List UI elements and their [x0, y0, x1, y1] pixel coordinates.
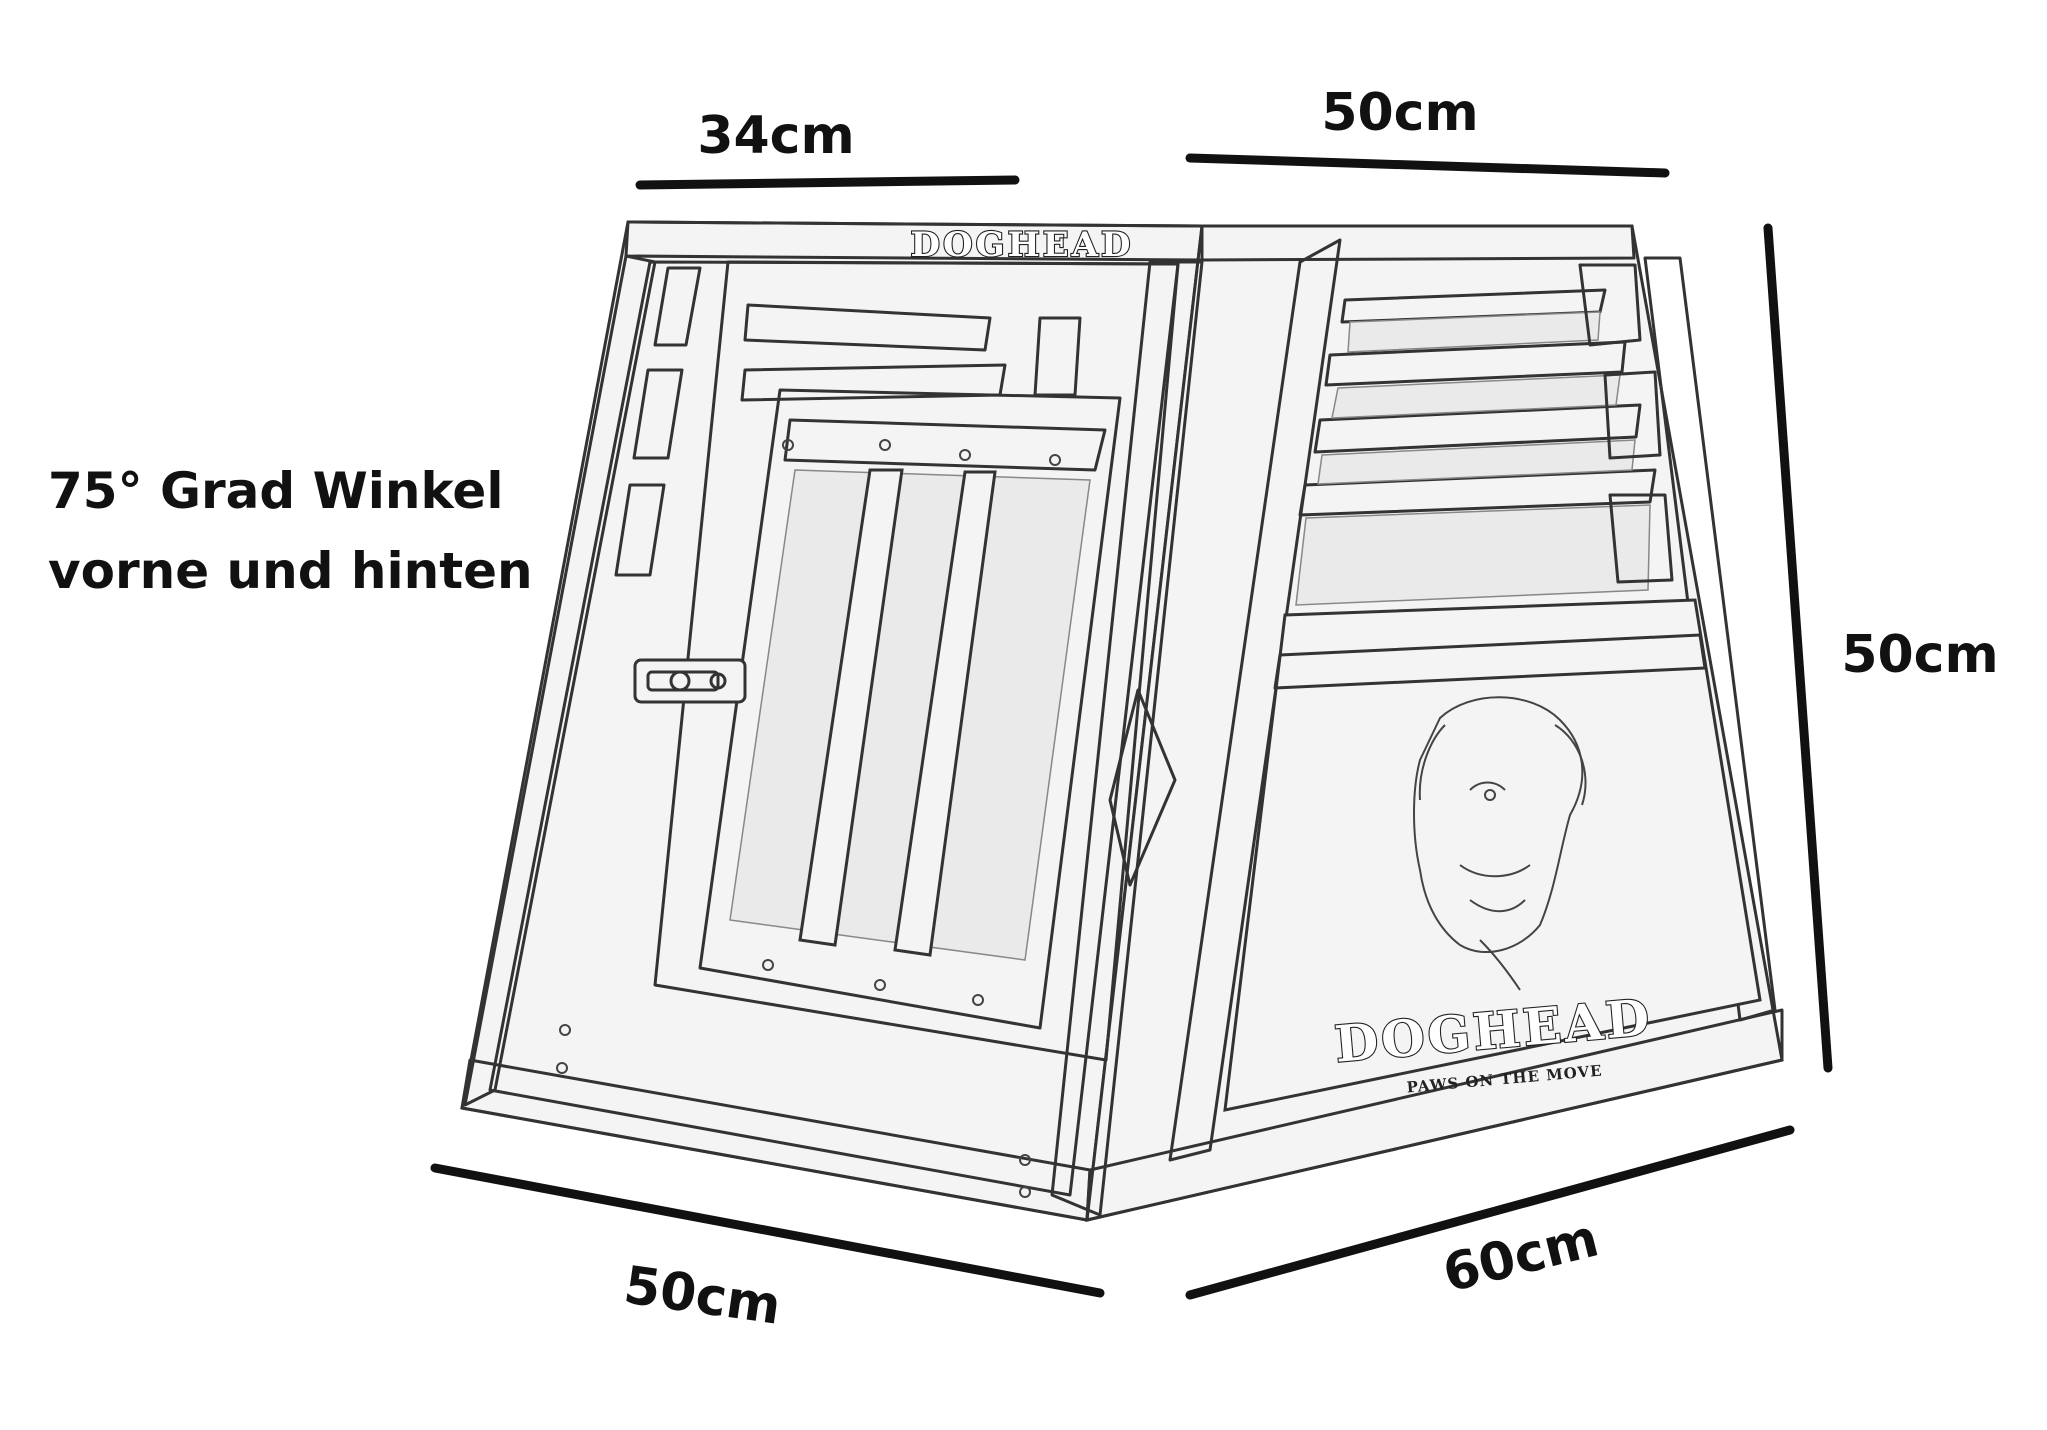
top-brand-logo: DOGHEAD	[910, 225, 1133, 265]
crate-door-panel	[698, 388, 1122, 1030]
dim-line-bottom-depth	[1185, 1125, 1795, 1300]
label-front-width: 34cm	[697, 106, 854, 166]
dog-crate-illustration	[460, 220, 1784, 1222]
dim-line-bottom-front-width	[430, 1163, 1105, 1298]
label-top-depth: 50cm	[1321, 83, 1478, 143]
label-height: 50cm	[1841, 625, 1998, 685]
label-bottom-front-width: 50cm	[620, 1256, 784, 1337]
dog-head-logo-icon	[1413, 696, 1587, 991]
angle-note-line1: 75° Grad Winkel	[48, 462, 503, 520]
dim-line-front-width	[635, 175, 1020, 190]
angle-note-line2: vorne und hinten	[48, 542, 533, 600]
crate-door-frame	[653, 260, 1180, 1062]
dim-line-height	[1763, 223, 1833, 1073]
crate-side-panel	[1223, 598, 1762, 1112]
dim-line-top-depth	[1185, 153, 1670, 178]
angle-note: 75° Grad Winkel vorne und hinten	[48, 462, 533, 600]
door-latch-icon	[633, 658, 747, 704]
